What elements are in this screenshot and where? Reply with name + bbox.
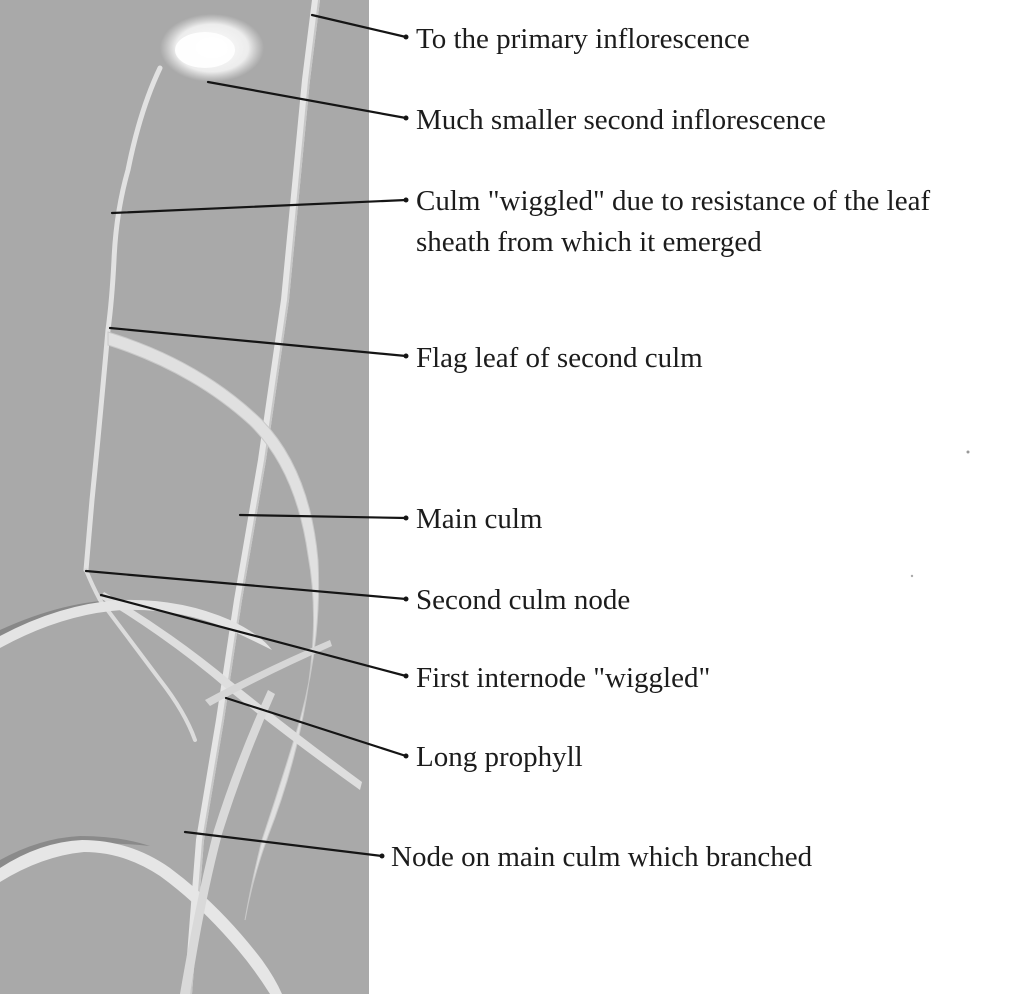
label-flag-leaf: Flag leaf of second culm <box>416 342 703 374</box>
label-first-internode: First internode "wiggled" <box>416 662 710 694</box>
label-culm-wiggled-line1: Culm "wiggled" due to resistance of the … <box>416 185 930 217</box>
speck-mark <box>967 451 970 454</box>
label-main-culm: Main culm <box>416 503 543 535</box>
leader-dot-main-culm <box>404 516 409 521</box>
leader-dot-second-inflorescence <box>404 116 409 121</box>
label-long-prophyll: Long prophyll <box>416 741 583 773</box>
leader-dot-flag-leaf <box>404 354 409 359</box>
leader-dot-long-prophyll <box>404 754 409 759</box>
leader-dot-to-primary-inflorescence <box>404 35 409 40</box>
plume-core <box>175 32 235 68</box>
leader-dot-node-main-culm <box>380 854 385 859</box>
speck-mark <box>911 575 913 577</box>
grass-photograph <box>0 0 369 994</box>
label-second-culm-node: Second culm node <box>416 584 630 616</box>
label-culm-wiggled-line2: sheath from which it emerged <box>416 226 762 258</box>
callout-labels: To the primary inflorescence Much smalle… <box>391 23 930 873</box>
label-second-inflorescence: Much smaller second inflorescence <box>416 104 826 136</box>
leader-dot-second-culm-node <box>404 597 409 602</box>
leader-dot-culm-wiggled <box>404 198 409 203</box>
label-to-primary-inflorescence: To the primary inflorescence <box>416 23 750 55</box>
leader-dot-first-internode <box>404 674 409 679</box>
label-node-main-culm: Node on main culm which branched <box>391 841 813 873</box>
